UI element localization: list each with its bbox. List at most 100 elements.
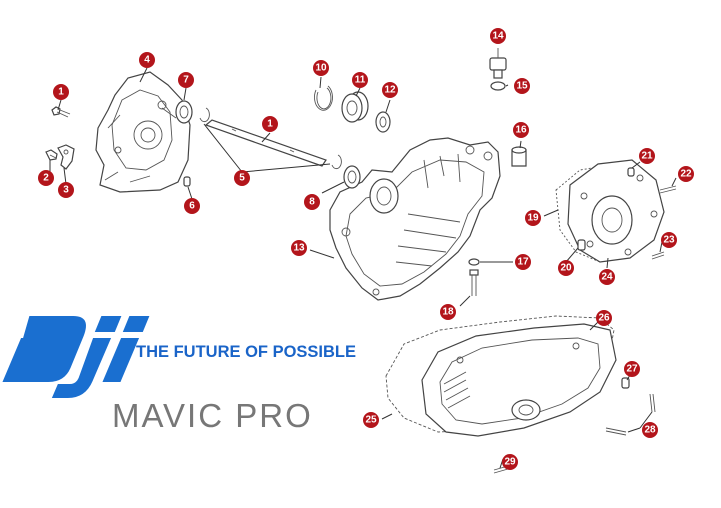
callout-1: 1: [53, 84, 69, 100]
callout-17: 17: [515, 254, 531, 270]
callout-number: 15: [516, 81, 528, 92]
callout-4: 4: [139, 52, 155, 68]
callout-28: 28: [642, 422, 658, 438]
callout-circle: [382, 82, 398, 98]
shaft-part-1: [204, 119, 327, 167]
callout-circle: [58, 182, 74, 198]
callout-number: 25: [365, 415, 377, 426]
callout-number: 11: [355, 75, 366, 86]
callout-number: 29: [504, 457, 516, 468]
callout-circle: [139, 52, 155, 68]
callout-number: 2: [43, 173, 49, 184]
bolt-part-28: [605, 393, 656, 436]
bearing-part-8: [343, 165, 361, 189]
callout-13: 13: [291, 240, 307, 256]
callout-circle: [642, 422, 658, 438]
stud-part-2: [45, 149, 58, 161]
callout-circle: [38, 170, 54, 186]
bolt-part-22: [659, 185, 677, 194]
callout-number: 8: [309, 197, 315, 208]
callout-circle: [184, 198, 200, 214]
callout-8: 8: [304, 194, 320, 210]
callout-29: 29: [502, 454, 518, 470]
callout-5: 5: [234, 170, 250, 186]
callout-6: 6: [184, 198, 200, 214]
callout-21: 21: [639, 148, 655, 164]
bearing-part-11: [341, 91, 369, 123]
bolt-part-1: [51, 106, 71, 118]
seal-part-12: [375, 111, 391, 133]
center-crankcase: [329, 137, 501, 301]
callout-12: 12: [382, 82, 398, 98]
brand-tagline: THE FUTURE OF POSSIBLE: [136, 343, 356, 361]
callout-circle: [514, 78, 530, 94]
product-name: MAVIC PRO: [112, 397, 313, 434]
callout-11: 11: [352, 72, 368, 88]
dowel-part-6: [183, 176, 191, 187]
callout-number: 12: [384, 85, 396, 96]
callout-circle: [363, 412, 379, 428]
callout-24: 24: [599, 269, 615, 285]
callout-18: 18: [440, 304, 456, 320]
washer-part-17: [468, 258, 480, 266]
dowel-part-27: [621, 377, 630, 389]
callout-circle: [515, 254, 531, 270]
callout-number: 18: [442, 307, 454, 318]
callout-22: 22: [678, 166, 694, 182]
callout-27: 27: [624, 361, 640, 377]
callout-circle: [678, 166, 694, 182]
callout-number: 26: [598, 313, 610, 324]
callout-14: 14: [490, 28, 506, 44]
callout-number: 1: [58, 87, 64, 98]
callout-circle: [502, 454, 518, 470]
callout-circle: [234, 170, 250, 186]
callout-2: 2: [38, 170, 54, 186]
callout-circle: [304, 194, 320, 210]
callout-number: 23: [663, 235, 675, 246]
bearing-part-7: [175, 100, 193, 124]
right-cover-part-24: [567, 159, 665, 263]
callout-circle: [558, 260, 574, 276]
callout-circle: [490, 28, 506, 44]
bush-part-16: [511, 146, 527, 167]
dji-logo: dji: [2, 316, 150, 398]
circlip-part-10: [314, 85, 333, 111]
callout-16: 16: [513, 122, 529, 138]
callout-7: 7: [178, 72, 194, 88]
callout-circle: [313, 60, 329, 76]
callout-number: 27: [626, 364, 638, 375]
bolt-part-18: [469, 269, 479, 296]
callout-circle: [661, 232, 677, 248]
callout-circle: [291, 240, 307, 256]
callout-number: 1: [267, 119, 273, 130]
callout-circle: [599, 269, 615, 285]
sensor-part-14: [489, 48, 507, 79]
callout-number: 22: [680, 169, 692, 180]
callout-number: 20: [560, 263, 572, 274]
callout-19: 19: [525, 210, 541, 226]
dowel-part-21: [627, 167, 635, 177]
callout-number: 19: [527, 213, 539, 224]
callout-number: 21: [641, 151, 653, 162]
callout-number: 13: [293, 243, 305, 254]
callout-circle: [178, 72, 194, 88]
callout-number: 4: [144, 55, 150, 66]
lower-cover-part-26: [421, 323, 617, 437]
callout-number: 7: [183, 75, 189, 86]
callout-23: 23: [661, 232, 677, 248]
callout-circle: [525, 210, 541, 226]
callout-3: 3: [58, 182, 74, 198]
callout-circle: [639, 148, 655, 164]
callout-1: 1: [262, 116, 278, 132]
callout-number: 17: [517, 257, 529, 268]
callout-circle: [596, 310, 612, 326]
callout-circle: [53, 84, 69, 100]
leader-lines: [49, 67, 677, 469]
callout-number: 3: [63, 185, 69, 196]
callout-circle: [262, 116, 278, 132]
callout-20: 20: [558, 260, 574, 276]
callout-circle: [440, 304, 456, 320]
left-crankcase-half: [95, 71, 191, 193]
callout-number: 16: [515, 125, 527, 136]
